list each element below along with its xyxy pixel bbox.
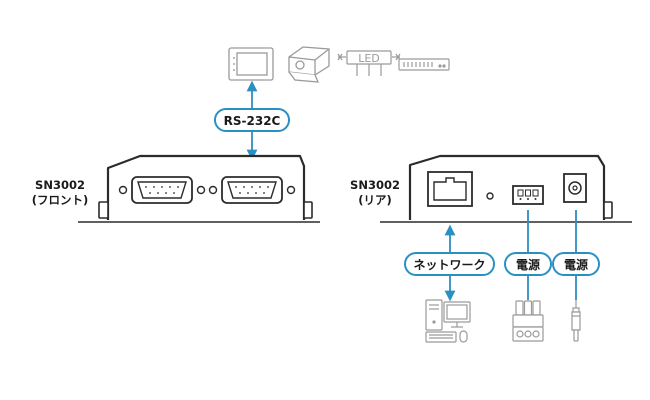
status-led bbox=[486, 192, 494, 200]
serial-port-1 bbox=[118, 176, 206, 204]
terminal-block-plug-icon bbox=[512, 300, 544, 342]
led-icon bbox=[337, 50, 401, 76]
computer-icon bbox=[425, 299, 471, 343]
front-device-body bbox=[106, 154, 306, 220]
front-side-label: (フロント) bbox=[32, 193, 89, 207]
power2-label: 電源 bbox=[564, 257, 588, 272]
power2-label-box bbox=[552, 252, 600, 276]
front-right-foot bbox=[303, 201, 313, 219]
serial-label: RS-232C bbox=[224, 114, 281, 128]
rear-right-foot bbox=[603, 201, 613, 219]
network-label: ネットワーク bbox=[413, 258, 485, 272]
front-model-label: SN3002 bbox=[35, 178, 85, 192]
ethernet-port bbox=[427, 171, 473, 207]
dc-plug-icon bbox=[571, 300, 581, 342]
rear-side-label: (リア) bbox=[358, 193, 392, 207]
display-board-icon bbox=[398, 58, 450, 71]
network-label-box bbox=[404, 252, 495, 276]
front-left-foot bbox=[98, 201, 109, 219]
projector-icon bbox=[288, 46, 330, 83]
terminal-block-port bbox=[512, 185, 544, 205]
dc-jack-port bbox=[563, 173, 587, 203]
touch-panel-icon bbox=[228, 47, 274, 81]
power1-label: 電源 bbox=[516, 257, 540, 272]
rear-model-label: SN3002 bbox=[350, 178, 400, 192]
serial-label-box bbox=[214, 108, 290, 132]
power1-label-box bbox=[504, 252, 552, 276]
serial-port-2 bbox=[208, 176, 296, 204]
led-label: LED bbox=[358, 52, 380, 65]
